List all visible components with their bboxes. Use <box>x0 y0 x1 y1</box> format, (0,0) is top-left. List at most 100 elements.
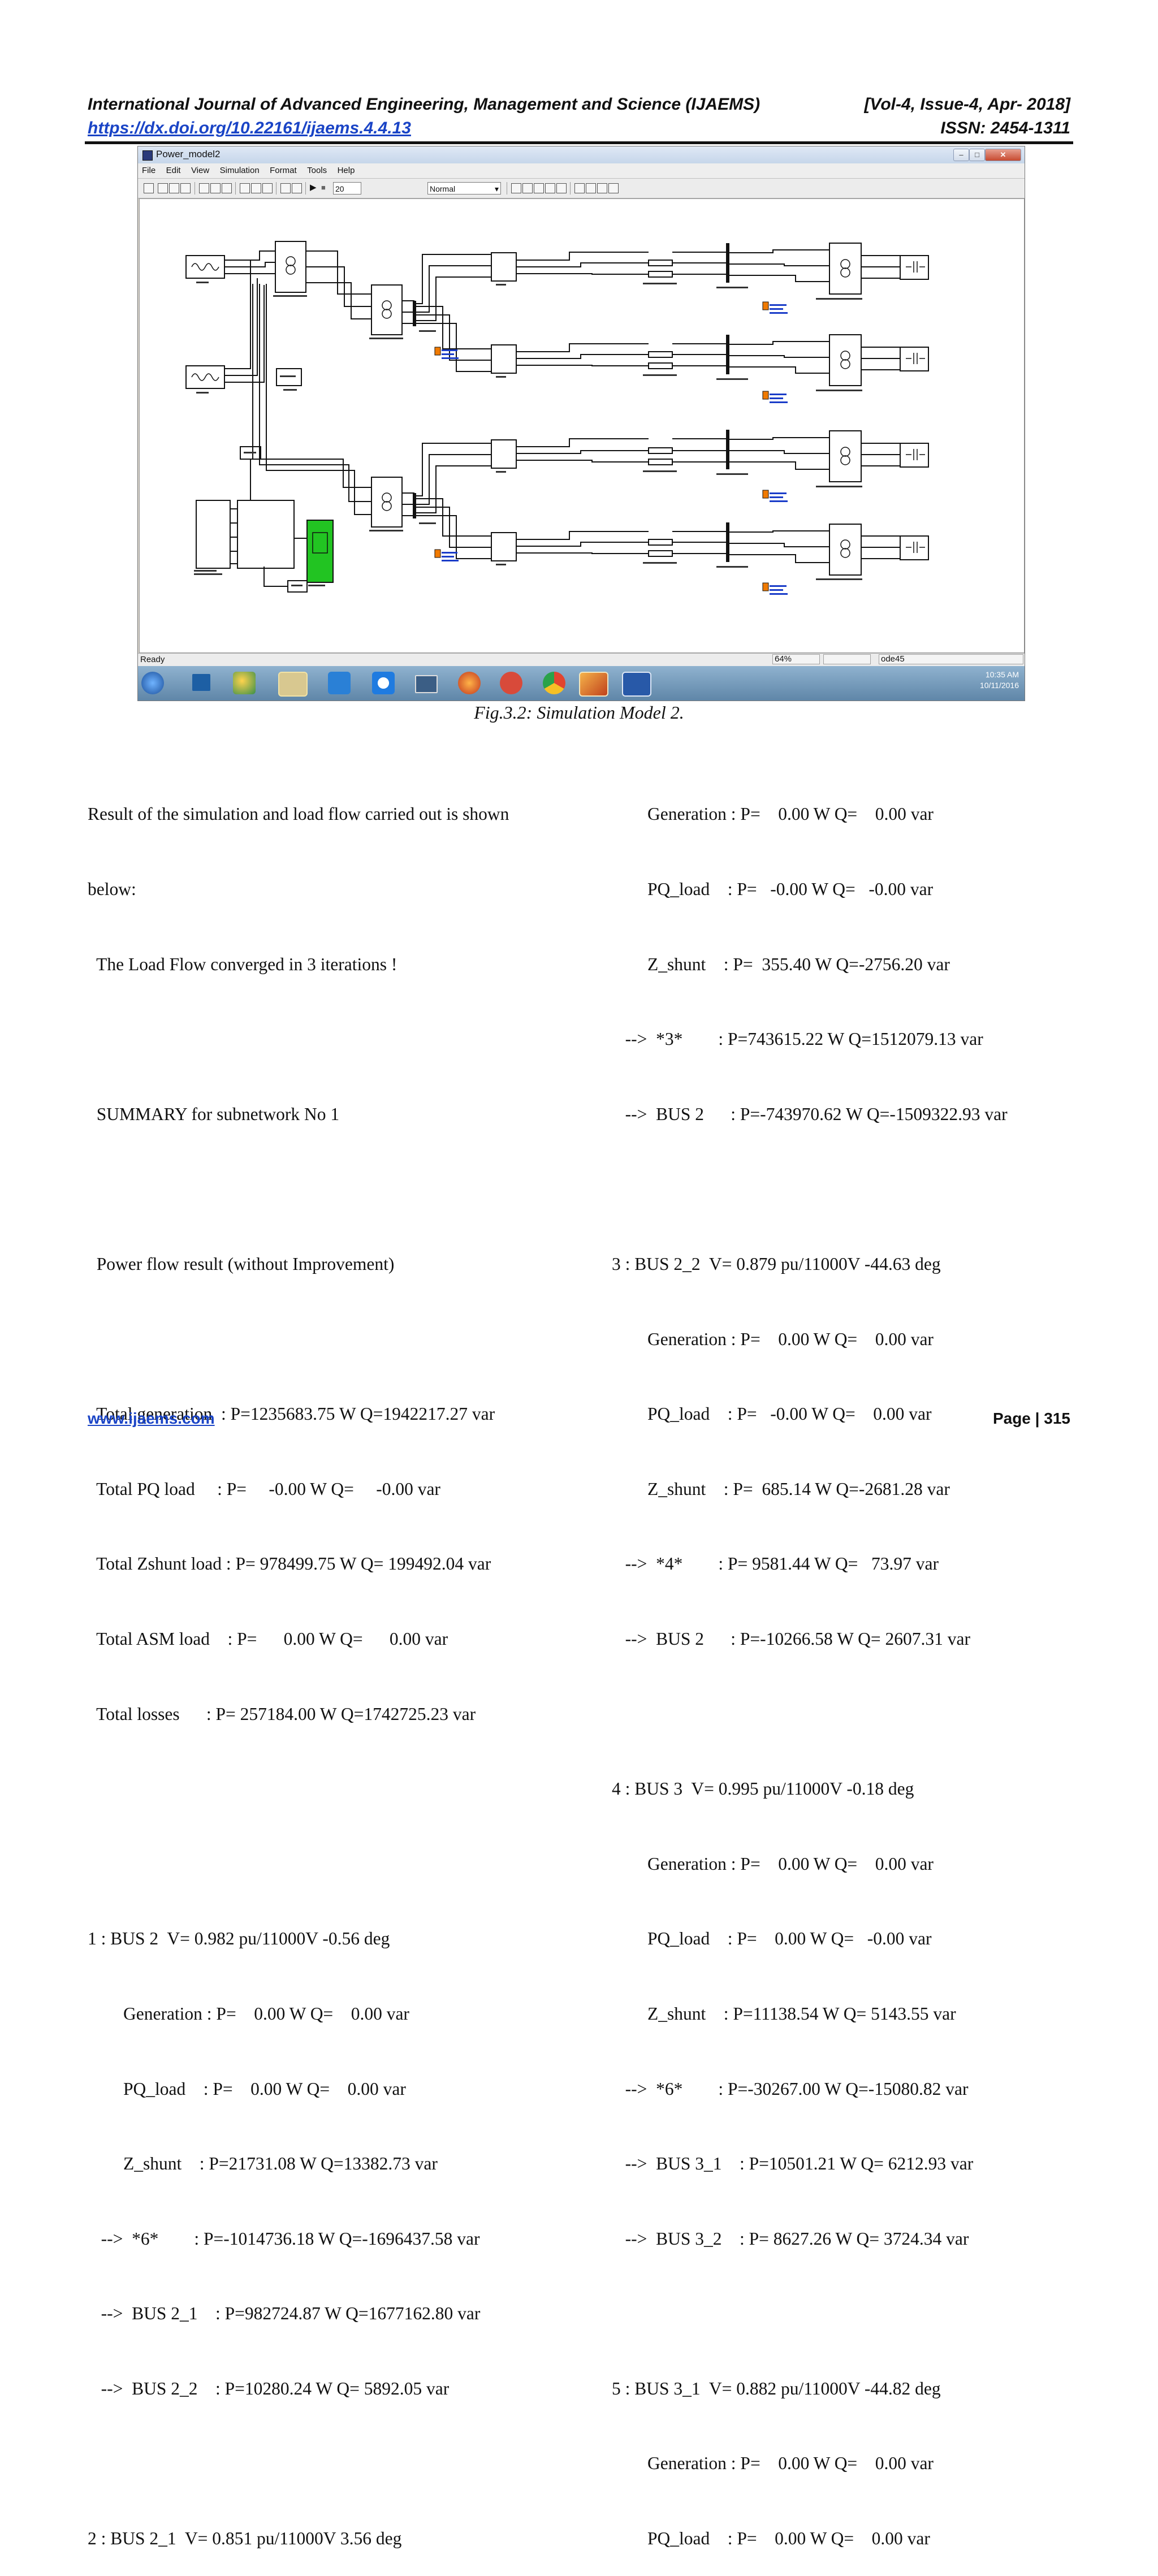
text-line: Z_shunt : P= 355.40 W Q=-2756.20 var <box>612 954 950 974</box>
text-line: Generation : P= 0.00 W Q= 0.00 var <box>88 2003 409 2024</box>
text-line: 3 : BUS 2_2 V= 0.879 pu/11000V -44.63 de… <box>612 1254 941 1274</box>
menu-simulation[interactable]: Simulation <box>219 166 260 175</box>
text-line: below: <box>88 879 136 899</box>
close-button[interactable]: ✕ <box>985 149 1021 161</box>
users-icon[interactable] <box>233 672 256 694</box>
word-icon[interactable] <box>622 672 651 697</box>
window-titlebar: Power_model2 – □ ✕ <box>138 146 1025 163</box>
menu-file[interactable]: File <box>142 166 156 175</box>
menu-edit[interactable]: Edit <box>166 166 181 175</box>
text-line <box>88 1852 509 1877</box>
system-tray: 10:35 AM 10/11/2016 <box>980 669 1019 691</box>
text-line: Generation : P= 0.00 W Q= 0.00 var <box>612 2453 934 2474</box>
paste-icon[interactable] <box>222 183 232 193</box>
build-icon[interactable] <box>511 183 521 193</box>
redo-icon[interactable] <box>292 183 302 193</box>
internet-explorer-icon[interactable] <box>372 672 395 694</box>
figure-caption: Fig.3.2: Simulation Model 2. <box>474 702 684 723</box>
forward-arrow-icon[interactable] <box>251 183 261 193</box>
menu-view[interactable]: View <box>191 166 210 175</box>
library-browser-icon[interactable] <box>534 183 544 193</box>
profiler-icon[interactable] <box>586 183 596 193</box>
text-line: Z_shunt : P=21731.08 W Q=13382.73 var <box>88 2154 438 2174</box>
toolbar-separator <box>570 182 571 195</box>
zoom-level: 64% <box>772 654 820 664</box>
start-button-icon[interactable] <box>141 672 164 694</box>
chrome-icon[interactable] <box>543 672 565 694</box>
model-explorer-icon[interactable] <box>545 183 555 193</box>
issn: ISSN: 2454-1311 <box>940 119 1070 137</box>
doi-header: https://dx.doi.org/10.22161/ijaems.4.4.1… <box>88 119 1070 138</box>
text-line: --> BUS 2_2 : P=10280.24 W Q= 5892.05 va… <box>88 2378 450 2398</box>
text-line: --> *4* : P= 9581.44 W Q= 73.97 var <box>612 1554 939 1574</box>
menu-format[interactable]: Format <box>270 166 297 175</box>
model-canvas[interactable] <box>139 198 1025 653</box>
menu-help[interactable]: Help <box>337 166 355 175</box>
text-line: PQ_load : P= 0.00 W Q= 0.00 var <box>88 2078 406 2099</box>
text-line: --> BUS 2 : P=-10266.58 W Q= 2607.31 var <box>612 1628 970 1649</box>
cut-icon[interactable] <box>199 183 209 193</box>
file-explorer-icon[interactable] <box>278 672 308 697</box>
text-line <box>88 1177 509 1201</box>
text-line <box>88 2451 509 2476</box>
settings-icon[interactable] <box>608 183 619 193</box>
report-icon[interactable] <box>597 183 607 193</box>
up-arrow-icon[interactable] <box>262 183 273 193</box>
stop-icon[interactable]: ■ <box>321 183 326 192</box>
maximize-button[interactable]: □ <box>969 149 985 161</box>
text-line: --> BUS 3_2 : P= 8627.26 W Q= 3724.34 va… <box>612 2228 969 2249</box>
new-file-icon[interactable] <box>144 183 154 193</box>
text-line <box>612 1177 1008 1201</box>
text-line <box>88 1327 509 1352</box>
text-line: Total losses : P= 257184.00 W Q=1742725.… <box>88 1704 476 1724</box>
menu-bar: File Edit View Simulation Format Tools H… <box>138 163 1025 179</box>
toolbar-separator <box>235 182 236 195</box>
print-icon[interactable] <box>180 183 191 193</box>
menu-tools[interactable]: Tools <box>307 166 327 175</box>
text-line: Total generation : P=1235683.75 W Q=1942… <box>88 1404 495 1424</box>
stop-time-input[interactable]: 20 <box>333 182 361 195</box>
website-link[interactable]: www.ijaems.com <box>88 1410 215 1427</box>
undo-icon[interactable] <box>280 183 291 193</box>
snipping-tool-icon[interactable] <box>500 672 522 694</box>
browser-icon[interactable] <box>574 183 585 193</box>
copy-icon[interactable] <box>210 183 221 193</box>
play-icon[interactable]: ▶ <box>310 183 317 192</box>
text-line: Result of the simulation and load flow c… <box>88 804 509 824</box>
chevron-down-icon: ▾ <box>494 184 499 193</box>
sim-mode-value: Normal <box>430 184 456 193</box>
doi-link[interactable]: https://dx.doi.org/10.22161/ijaems.4.4.1… <box>88 119 411 137</box>
text-line: Total Zshunt load : P= 978499.75 W Q= 19… <box>88 1554 491 1574</box>
text-line: PQ_load : P= 0.00 W Q= 0.00 var <box>612 2529 930 2549</box>
text-line: PQ_load : P= -0.00 W Q= -0.00 var <box>612 879 934 899</box>
journal-header: International Journal of Advanced Engine… <box>88 95 1070 114</box>
text-line: Z_shunt : P= 685.14 W Q=-2681.28 var <box>612 1479 950 1499</box>
save-icon[interactable] <box>169 183 179 193</box>
text-line: Power flow result (without Improvement) <box>88 1254 395 1274</box>
minimize-button[interactable]: – <box>953 149 969 161</box>
text-line: Z_shunt : P=11138.54 W Q= 5143.55 var <box>612 2003 956 2024</box>
right-column: Generation : P= 0.00 W Q= 0.00 var PQ_lo… <box>612 752 1008 2576</box>
text-line: 2 : BUS 2_1 V= 0.851 pu/11000V 3.56 deg <box>88 2529 402 2549</box>
text-line: Generation : P= 0.00 W Q= 0.00 var <box>612 1853 934 1874</box>
back-arrow-icon[interactable] <box>240 183 250 193</box>
text-line: PQ_load : P= 0.00 W Q= -0.00 var <box>612 1929 932 1949</box>
media-player-icon[interactable] <box>328 672 351 694</box>
matlab-icon[interactable] <box>579 672 608 697</box>
power-model-diagram <box>185 241 929 595</box>
firefox-icon[interactable] <box>458 672 481 694</box>
text-line: --> BUS 2_1 : P=982724.87 W Q=1677162.80… <box>88 2303 481 2324</box>
sim-mode-select[interactable]: Normal ▾ <box>427 182 501 195</box>
text-line <box>88 1777 509 1801</box>
window-app-icon[interactable] <box>415 675 438 693</box>
media-icon[interactable] <box>192 674 210 691</box>
text-line: 5 : BUS 3_1 V= 0.882 pu/11000V -44.82 de… <box>612 2378 941 2398</box>
volume-info: [Vol-4, Issue-4, Apr- 2018] <box>864 95 1070 114</box>
text-line: --> BUS 2 : P=-743970.62 W Q=-1509322.93… <box>612 1104 1008 1124</box>
update-diagram-icon[interactable] <box>522 183 533 193</box>
text-line: Generation : P= 0.00 W Q= 0.00 var <box>612 804 934 824</box>
journal-title: International Journal of Advanced Engine… <box>88 95 761 114</box>
open-folder-icon[interactable] <box>158 183 168 193</box>
text-line <box>612 1702 1008 1727</box>
debug-icon[interactable] <box>556 183 567 193</box>
